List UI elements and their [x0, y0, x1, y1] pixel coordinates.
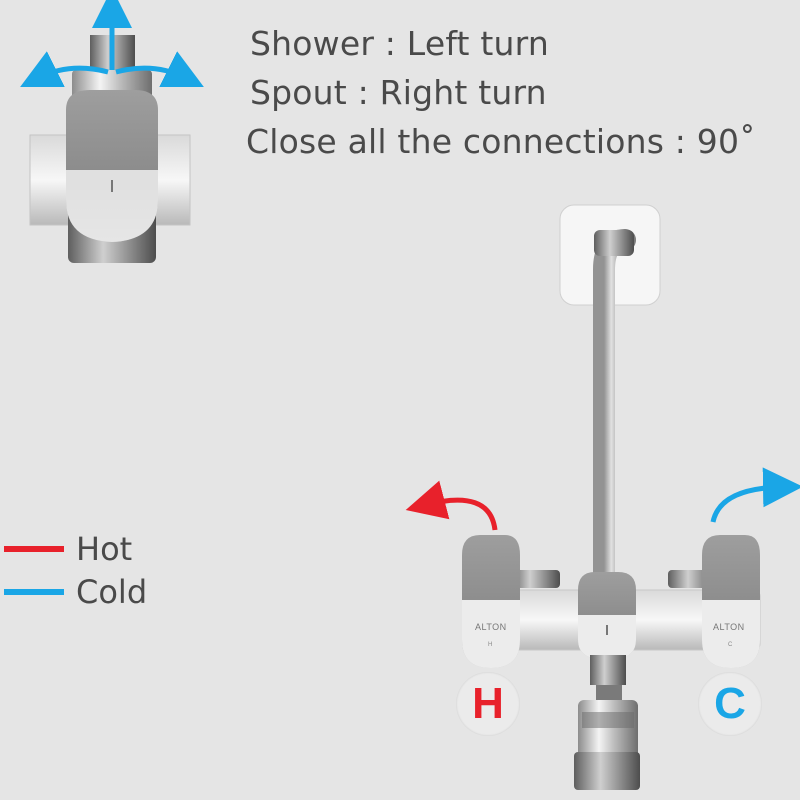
- hot-swatch: [4, 546, 64, 552]
- right-arrow-icon: [115, 51, 204, 87]
- cold-badge: C: [698, 672, 762, 736]
- cold-turn-arrow-icon: [710, 467, 800, 523]
- instruction-shower: Shower : Left turn: [250, 24, 549, 63]
- diverter-detail: [20, 0, 204, 263]
- wall-mixer: [405, 204, 800, 790]
- hot-badge: H: [456, 672, 520, 736]
- legend-hot-label: Hot: [76, 530, 133, 568]
- legend-hot: Hot: [0, 530, 132, 568]
- cold-badge-label: C: [714, 679, 746, 728]
- legend-cold: Cold: [0, 573, 147, 611]
- legend-cold-label: Cold: [76, 573, 148, 611]
- instruction-close: Close all the connections : 90˚: [246, 122, 756, 161]
- instruction-spout: Spout : Right turn: [250, 73, 547, 112]
- cold-swatch: [4, 589, 64, 595]
- hot-turn-arrow-icon: [405, 480, 498, 531]
- hot-badge-label: H: [472, 679, 504, 728]
- left-arrow-icon: [20, 51, 109, 87]
- brand-label-right: ALTON: [713, 622, 745, 632]
- brand-label-left: ALTON: [475, 622, 507, 632]
- cold-mark-right: C: [728, 642, 733, 648]
- hot-mark-left: H: [488, 642, 493, 648]
